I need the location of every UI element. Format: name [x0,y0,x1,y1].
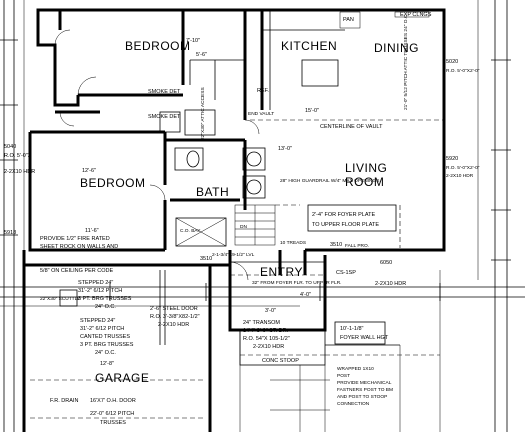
label-dn: DN [240,224,247,230]
label-ref: REF. [257,88,269,94]
label-cs-a: CS-1SP [336,270,356,276]
label-steel-door: 2'-6" STEEL DOOR [150,306,198,312]
label-foyer-plate-2: TO UPPER FLOOR PLATE [312,222,379,228]
label-firewall-1: PROVIDE 1/2" FIRE RATED [40,236,110,242]
label-co-bay: C.O. BAY [180,228,201,234]
label-ten-treads: 10 TREADS [280,240,306,246]
label-hdr-5920: 2-2X10 HDR [446,173,474,179]
label-win-3510: 3510 [200,256,212,262]
room-label-kitchen: KITCHEN [281,39,337,53]
label-smoke-det-top: SMOKE DET [148,89,181,95]
label-dim-13-0: 13'-0" [278,146,292,152]
label-win-5920: 5920 [446,156,458,162]
label-win-6050: 6050 [380,260,392,266]
label-foyer-wall-hgt: FOYER WALL HGT [340,335,389,341]
label-transom: 24" TRANSOM [243,320,280,326]
label-win-5918: 5918 [4,230,16,236]
label-pitch-a: 31'-2" 6/12 PITCH [78,288,122,294]
label-exp-clngs: EXP CLNGS [400,12,432,18]
label-trusses-a: 3 PT. BRG TRUSSES [78,296,132,302]
label-wrapped-5: AND POST TO STOOP [337,394,387,400]
room-label-garage: GARAGE [95,371,149,385]
label-trusses-b: 3 PT. BRG TRUSSES [80,342,134,348]
label-oh-door: 16'X7' O.H. DOOR [90,398,136,404]
label-dim-15-0: 15'-0" [305,108,319,114]
label-trusses-c: TRUSSES [100,420,126,426]
label-scuttle: 22"X30" SCUTTLE [40,296,80,302]
label-door-dr: 14'4" 3'-0" ST. DR. [243,328,289,334]
label-attic-access: 22"X30" ATTIC ACCESS [200,87,206,140]
label-ro-transom: R.O. 54"X 105-1/2" [243,336,290,342]
label-dim-5-6: 5'-6" [196,52,207,58]
room-labels: BEDROOM KITCHEN DINING LIVING ROOM BEDRO… [80,39,419,385]
label-dim-12-6: 12'-6" [82,168,96,174]
label-stepped-a: STEPPED 24" [78,280,113,286]
label-wrapped-6: CONNECTION [337,401,370,407]
label-lvl: 2-1-3/4"X9-1/2" LVL [212,252,255,258]
room-label-bedroom-left: BEDROOM [80,176,146,190]
room-label-dining: DINING [374,41,419,55]
label-ro-5920: R.O. 5'-0"X2'-0" [446,165,480,171]
room-label-entry: ENTRY [260,265,303,279]
label-pitch-c: 22'-0" 6/12 PITCH [90,411,134,417]
label-guardrail-note: 28" HIGH GUARDRAIL W/4" MAX OPENINGS [280,178,379,184]
room-label-room: ROOM [345,175,384,189]
label-dim-11-6: 11'-6" [85,228,99,234]
label-firewall-3: 5/8" ON CEILING PER CODE [40,268,113,274]
label-ro-5040: R.O. 5'-0"X [4,153,32,159]
label-ro-door: R.O. 3'-3/8"X82-1/2" [150,314,200,320]
label-canted: CANTED TRUSSES [80,334,130,340]
label-smoke-det-mid: SMOKE DET [148,114,181,120]
label-foyer-plate-1: 2'-4" FOR FOYER PLATE [312,212,375,218]
label-fall-pro: FALL PRO. [345,243,369,249]
label-win-5020: 5020 [446,59,458,65]
label-hdr-transom: 2-2X10 HDR [253,344,284,350]
scuttle-box [59,289,78,307]
label-wrapped-4: FASTNERS POST TO BM [337,387,393,393]
room-label-living: LIVING [345,161,387,175]
label-win-5040: 5040 [4,144,16,150]
label-centerline-vault: CENTERLINE OF VAULT [320,124,383,130]
foyer-wall-box [334,321,386,345]
label-oc-a: 24" O.C. [95,304,116,310]
label-hdr-a: 2-2X10 HDR [375,281,406,287]
annotations: PAN EXP CLNGS SMOKE DET SMOKE DET REF. E… [4,12,480,426]
room-label-bedroom-top: BEDROOM [125,39,191,53]
label-pan: PAN [343,17,354,23]
label-ro-5020: R.O. 5'-0"X2'-0" [446,68,480,74]
label-hdr-5040: 2-2X10 HDR [4,169,35,175]
label-end-vault: END VAULT [248,111,274,117]
label-dim-3-0: 3'-0" [265,308,276,314]
walls [22,8,446,432]
label-hdr-door: 2-2X10 HDR [158,322,189,328]
label-oc-b: 24" O.C. [95,350,116,356]
label-wrapped-2: POST [337,373,350,379]
label-width-12-8: 12'-8" [100,361,114,367]
label-attic-trusses: 21'-0" 5/12 PITCH ATTIC TRUSSES 24" O.C. [403,13,409,110]
label-dim-4-0: 4'-0" [300,292,311,298]
label-stepped-b: STEPPED 24" [80,318,115,324]
label-wrapped-3: PROVIDE MECHANICAL [337,380,392,386]
label-pitch-b: 31'-2" 6/12 PITCH [80,326,124,332]
room-label-bath: BATH [196,185,229,199]
label-conc-stoop: CONC STOOP [262,358,299,364]
label-win-3510b: 3510 [330,242,342,248]
label-dim-7-10: 7'-10" [186,38,200,44]
label-firewall-2: SHEET ROCK ON WALLS AND [40,244,118,250]
label-foyer-wall: 10'-1-1/8" [340,326,364,332]
label-wrapped-1: WRAPPED 1X10 [337,366,374,372]
label-fr-drain: F.R. DRAIN [50,398,78,404]
label-up-note: 32" FROM FOYER FLR. TO UPPER FLR. [252,280,342,286]
